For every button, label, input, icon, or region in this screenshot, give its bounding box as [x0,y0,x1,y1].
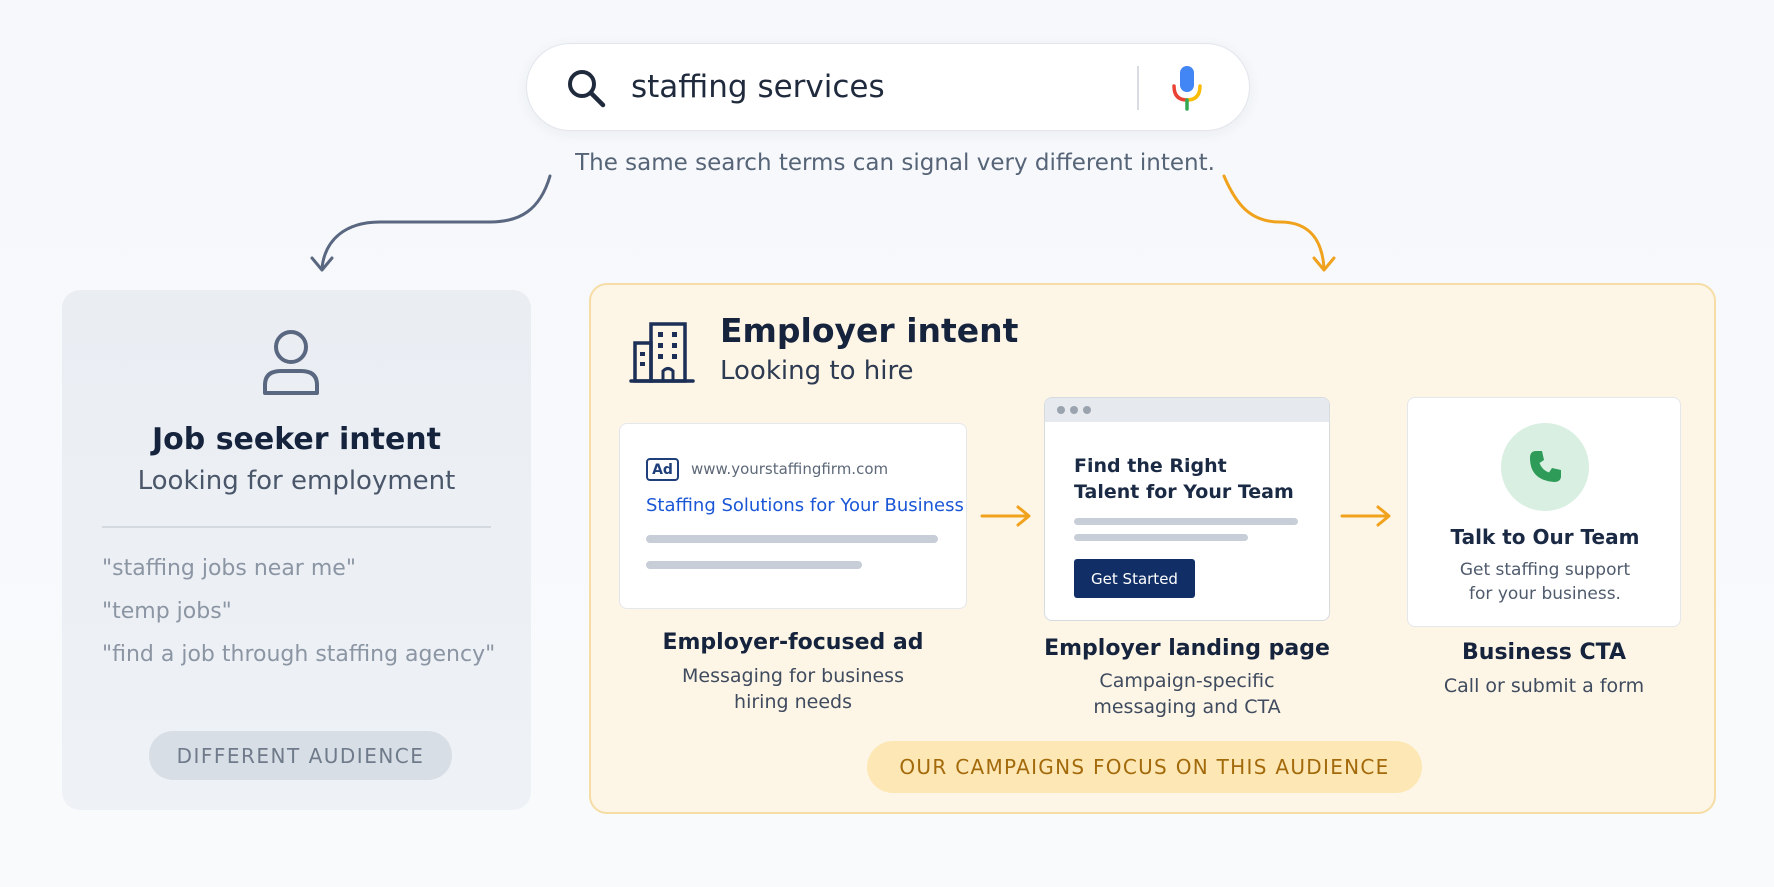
browser-dot [1057,406,1065,414]
employer-title: Employer intent [720,311,1019,350]
phone-button[interactable] [1501,423,1589,511]
placeholder-line [1074,534,1248,541]
cta-caption-title: Business CTA [1462,640,1626,665]
phone-icon [1530,451,1561,482]
query-example: "find a job through staffing agency" [102,642,496,667]
employer-connector [1222,174,1326,270]
ad-caption-text: Messaging for business hiring needs [682,665,904,713]
browser-dot [1070,406,1078,414]
job-seeker-arrowhead [310,256,334,272]
ad-badge: Ad [646,458,679,481]
employer-panel: Employer intent Looking to hire Ad www.y… [589,283,1716,814]
cta-headline: Talk to Our Team [1450,525,1640,549]
search-query-text[interactable]: staffing services [631,69,885,105]
search-divider [1137,66,1139,110]
search-icon [568,70,606,108]
search-ad-preview: Ad www.yourstaffingfirm.com Staffing Sol… [619,423,967,609]
employer-arrowhead [1312,256,1336,272]
search-bar[interactable]: staffing services [526,43,1250,131]
job-seeker-subtitle: Looking for employment [137,466,456,496]
search-caption: The same search terms can signal very di… [575,150,1215,176]
person-icon [263,330,319,395]
placeholder-line [646,561,862,569]
building-icon [629,322,695,383]
landing-caption-text: Campaign-specific messaging and CTA [1093,670,1281,718]
placeholder-line [1074,518,1298,525]
business-cta-preview: Talk to Our Team Get staffing support fo… [1407,397,1681,627]
different-audience-badge: DIFFERENT AUDIENCE [149,731,452,780]
job-seeker-title: Job seeker intent [152,422,441,457]
landing-caption-title: Employer landing page [1044,636,1330,661]
cta-text: Get staffing support for your business. [1459,560,1631,604]
landing-page-headline: Find the Right Talent for Your Team [1074,455,1294,503]
campaign-focus-badge: OUR CAMPAIGNS FOCUS ON THIS AUDIENCE [867,741,1422,793]
ad-headline-link[interactable]: Staffing Solutions for Your Business [646,495,964,516]
browser-bar [1045,398,1329,422]
job-seeker-card: Job seeker intent Looking for employment… [62,290,531,810]
employer-subtitle: Looking to hire [720,356,914,386]
browser-dot [1083,406,1091,414]
query-example: "staffing jobs near me" [102,556,356,581]
get-started-button[interactable]: Get Started [1074,559,1195,598]
arrow-right-icon [980,505,1031,527]
arrow-right-icon [1340,505,1391,527]
ad-url: www.yourstaffingfirm.com [691,460,889,478]
landing-page-preview: Find the Right Talent for Your Team Get … [1044,397,1330,621]
divider [102,526,491,528]
mic-icon[interactable] [1170,64,1204,112]
query-example: "temp jobs" [102,599,232,624]
placeholder-line [646,535,938,543]
cta-caption-text: Call or submit a form [1443,675,1645,697]
ad-caption-title: Employer-focused ad [662,630,924,655]
job-seeker-connector [320,174,552,270]
